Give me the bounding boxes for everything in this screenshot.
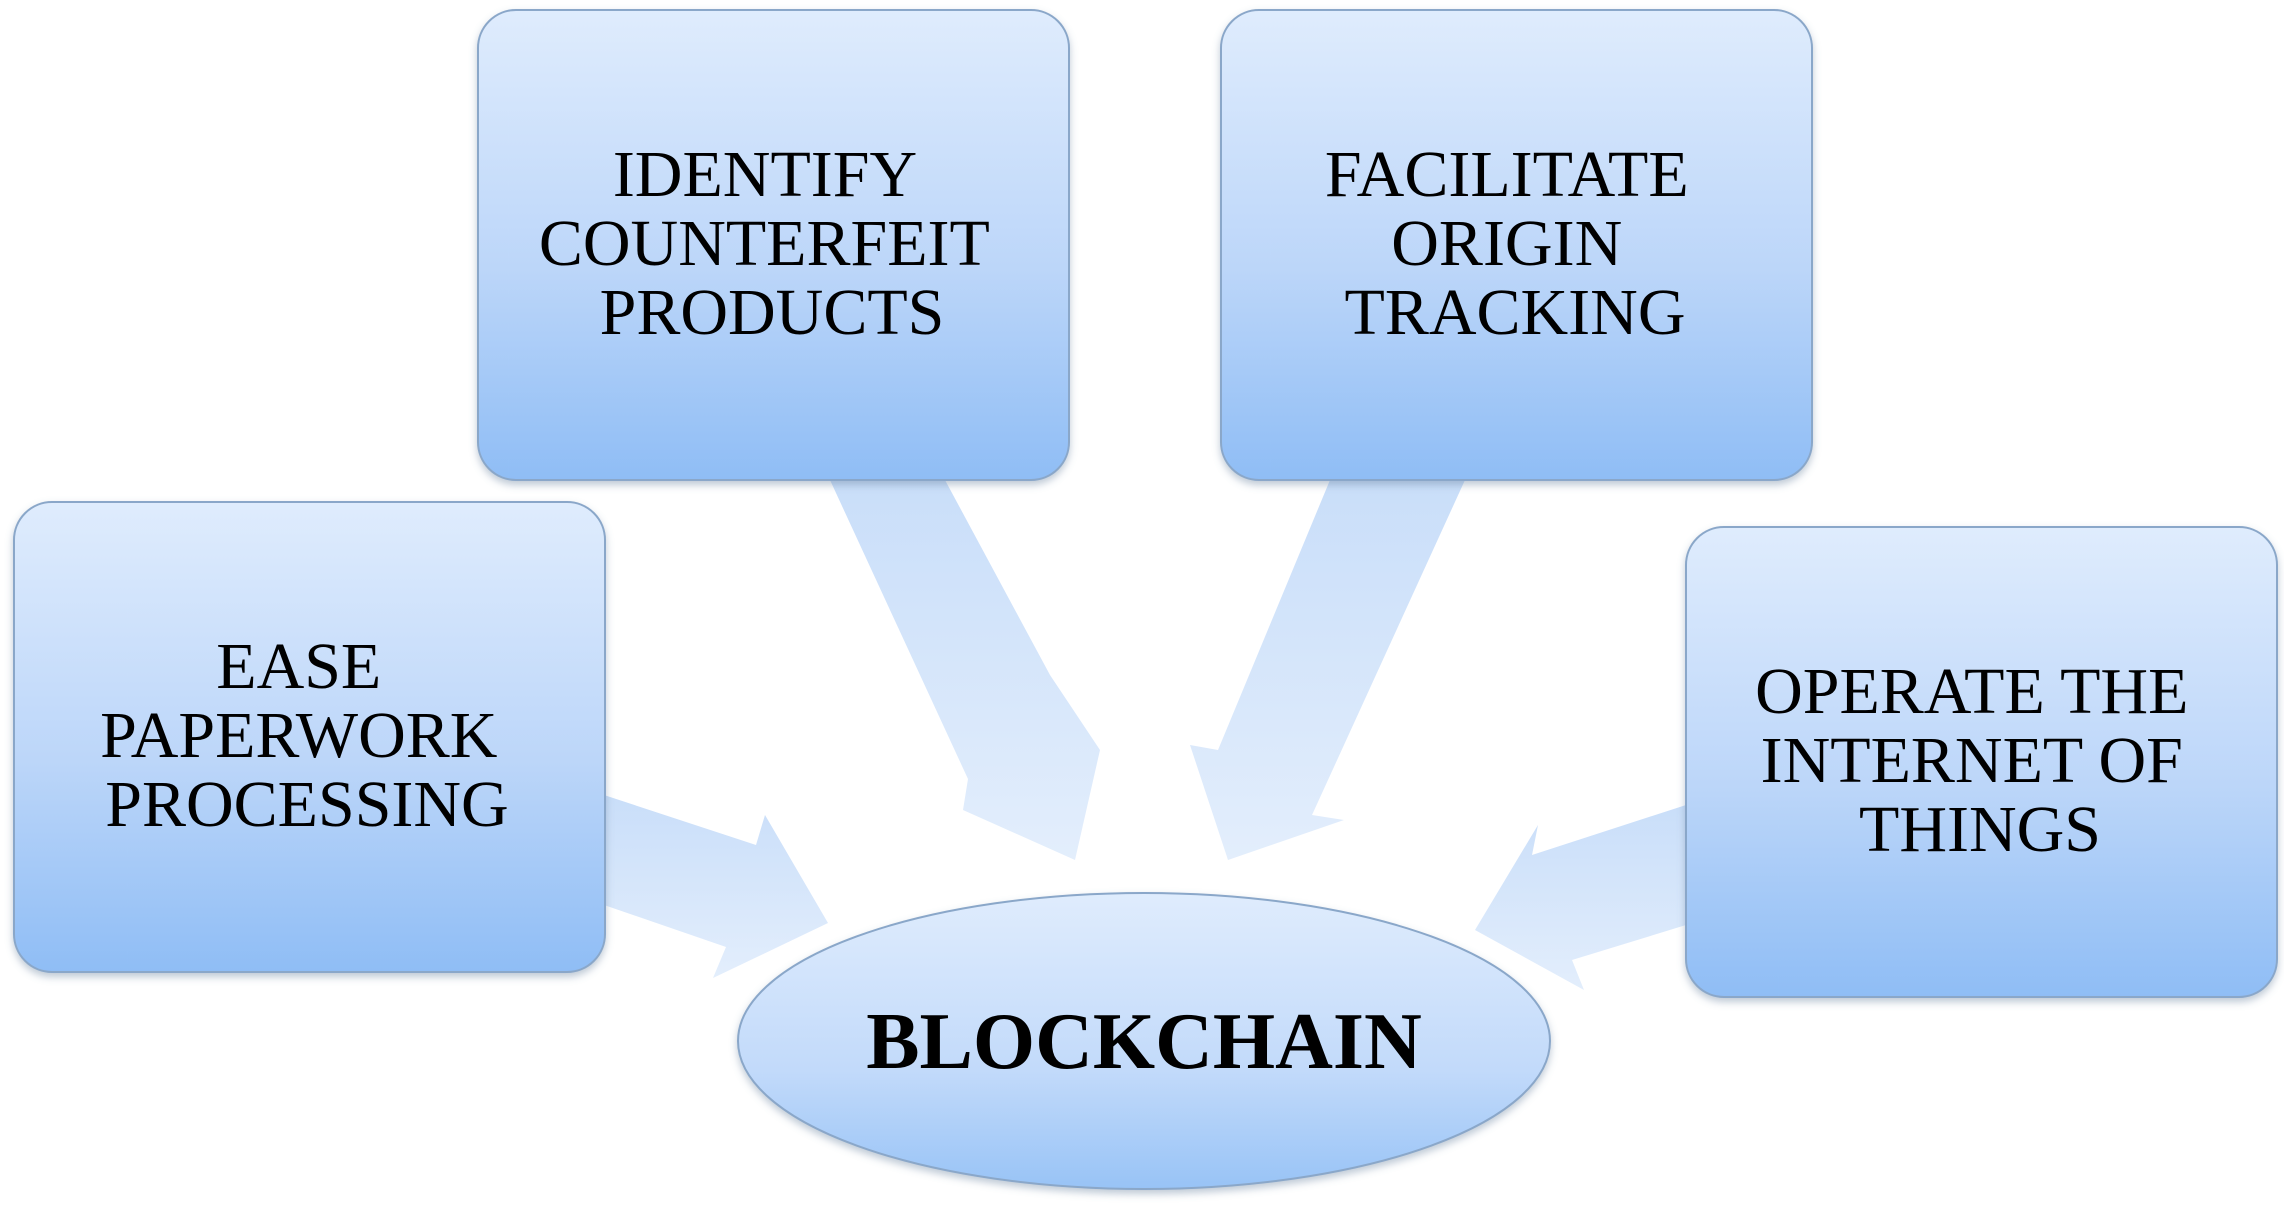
box-identify-counterfeit-shape xyxy=(477,9,1070,481)
box-facilitate-origin-shape xyxy=(1220,9,1813,481)
svg-text:EASE PAPERWORK PRO: EASE PAPERWORK PROCESSING xyxy=(100,630,514,841)
center-ellipse xyxy=(737,892,1551,1190)
box-ease-paperwork-line: PROCESSING xyxy=(105,768,508,841)
arrow-facilitate-origin xyxy=(1190,480,1465,860)
box-identify-counterfeit-line: PRODUCTS xyxy=(600,276,945,349)
box-ease-paperwork-line: PAPERWORK xyxy=(100,699,497,772)
arrow-identify-counterfeit xyxy=(830,480,1100,860)
svg-text:IDENTIFY COUNTERFEIT: IDENTIFY COUNTERFEIT PRODUCTS xyxy=(539,138,1005,349)
box-identify-counterfeit-line: COUNTERFEIT xyxy=(539,207,990,280)
box-identify-counterfeit: IDENTIFY COUNTERFEIT PRODUCTS xyxy=(477,9,1070,481)
box-operate-iot-line: THINGS xyxy=(1859,793,2101,866)
svg-text:OPERATE THE INTERNET OF: OPERATE THE INTERNET OF THINGS xyxy=(1755,655,2205,866)
box-facilitate-origin-line: TRACKING xyxy=(1345,276,1686,349)
box-operate-iot-shape xyxy=(1685,526,2278,998)
arrow-operate-iot xyxy=(1475,805,1686,990)
box-operate-iot-line: INTERNET OF xyxy=(1761,724,2183,797)
box-ease-paperwork-shape xyxy=(13,501,606,973)
arrow-ease-paperwork xyxy=(604,795,828,978)
box-operate-iot: OPERATE THE INTERNET OF THINGS xyxy=(1685,526,2278,998)
arrows xyxy=(604,480,1686,990)
center-label: BLOCKCHAIN xyxy=(866,998,1422,1086)
center-node: BLOCKCHAIN xyxy=(737,892,1551,1190)
box-identify-counterfeit-line: IDENTIFY xyxy=(613,138,916,211)
box-facilitate-origin-line: ORIGIN xyxy=(1391,207,1622,280)
box-facilitate-origin: FACILITATE ORIGIN TRACKING xyxy=(1220,9,1813,481)
svg-text:FACILITATE ORIGIN: FACILITATE ORIGIN TRACKING xyxy=(1325,138,1705,349)
box-ease-paperwork-line: EASE xyxy=(216,630,381,703)
box-ease-paperwork: EASE PAPERWORK PROCESSING xyxy=(13,501,606,973)
box-facilitate-origin-line: FACILITATE xyxy=(1325,138,1689,211)
box-operate-iot-line: OPERATE THE xyxy=(1755,655,2188,728)
